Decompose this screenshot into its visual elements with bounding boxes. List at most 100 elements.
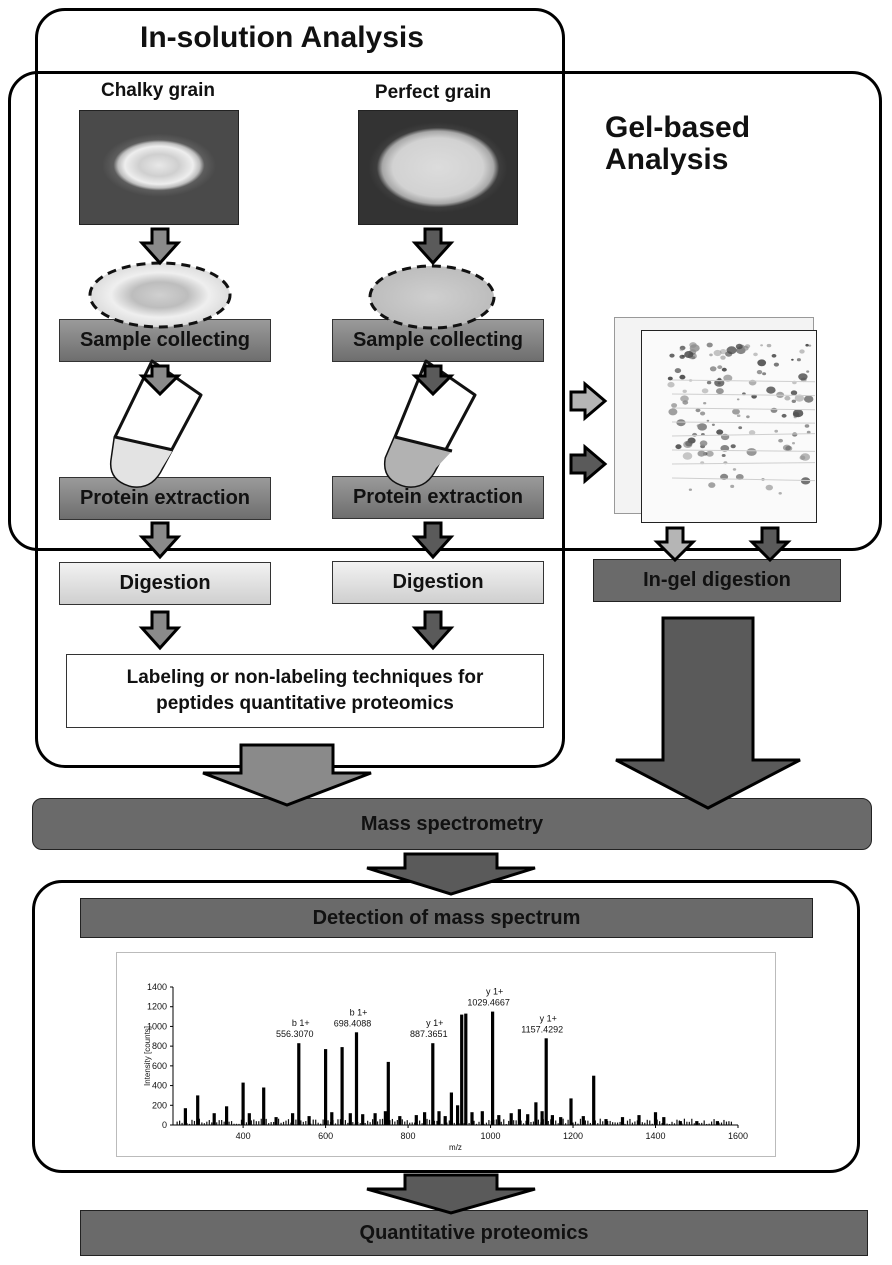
chalky-grain-photo: [79, 110, 239, 225]
spectrum-peak: [550, 1115, 554, 1125]
gel-spot: [687, 352, 697, 360]
spectrum-peak: [715, 1121, 719, 1125]
gel-spot: [699, 440, 708, 447]
gel-spot: [667, 381, 675, 388]
gel-spot: [689, 342, 697, 348]
gel-spot: [800, 453, 811, 461]
spectrum-peak: [678, 1121, 682, 1125]
y-tick-label: 1000: [147, 1021, 167, 1031]
spectrum-peak: [526, 1114, 530, 1125]
gel-spot: [708, 482, 716, 488]
gel-spot: [774, 429, 778, 433]
x-tick-label: 1600: [728, 1131, 748, 1141]
gel-spot: [792, 432, 798, 437]
gel-spot: [717, 365, 723, 370]
arrow-big-solution: [202, 743, 372, 807]
chalky-protein-extraction-box: Protein extraction: [59, 477, 271, 520]
gel-spot: [706, 380, 712, 385]
spectrum-peak: [386, 1061, 390, 1125]
gel-spot: [682, 452, 693, 460]
peak-annotation-value: 1029.4667: [467, 998, 510, 1008]
gel-spot: [805, 343, 809, 347]
peak-annotation-label: y 1+: [540, 1013, 557, 1023]
gel-spot: [706, 419, 710, 422]
gel-streak: [671, 449, 816, 452]
arrow-chalky-4: [138, 610, 182, 651]
gel-spot: [681, 355, 685, 357]
gel-spot: [792, 412, 800, 418]
spectrum-peak: [340, 1047, 344, 1125]
spectrum-peak: [620, 1117, 625, 1125]
spectrum-peak: [431, 1043, 435, 1125]
peak-annotation-label: b 1+: [350, 1007, 368, 1017]
gel-streak: [671, 407, 816, 411]
spectrum-peak: [183, 1108, 187, 1125]
peak-annotation-value: 698.4088: [334, 1018, 372, 1028]
gel-streak: [671, 433, 816, 437]
gel-spot: [792, 442, 795, 445]
gel-based-title: Gel-based Analysis: [605, 112, 750, 175]
gel-spot: [804, 424, 810, 428]
gel-spot: [770, 407, 778, 413]
spectrum-peak: [604, 1119, 608, 1125]
gel-spot: [720, 355, 726, 360]
spectrum-peak: [373, 1113, 377, 1125]
y-tick-label: 0: [162, 1120, 167, 1130]
gel-spot: [735, 343, 743, 350]
gel-spot: [705, 450, 714, 457]
gel-spot: [679, 348, 684, 352]
gel-spot: [691, 356, 696, 360]
gel-spot: [751, 394, 757, 399]
gel-spot: [791, 358, 794, 361]
gel-spot: [713, 349, 722, 357]
spectrum-peak: [414, 1115, 418, 1125]
gel-spot: [753, 352, 758, 357]
spectrum-peak: [592, 1075, 596, 1125]
gel-spot: [723, 374, 733, 382]
gel-spot: [732, 468, 737, 471]
in-solution-title: In-solution Analysis: [140, 21, 424, 54]
y-tick-label: 400: [152, 1081, 167, 1091]
chalky-cut-ellipse: [88, 261, 232, 329]
gel-streak: [671, 393, 816, 397]
spectrum-peak: [354, 1032, 359, 1125]
gel-spot: [669, 353, 675, 358]
perfect-digestion-box: Digestion: [332, 561, 544, 604]
x-tick-label: 1200: [563, 1131, 583, 1141]
arrow-to-gel-2: [569, 443, 608, 485]
gel-spot: [688, 488, 693, 491]
gel-spot: [711, 423, 715, 426]
gel-spot: [709, 353, 713, 357]
peak-annotation-label: b 1+: [292, 1018, 310, 1028]
gel-spot: [746, 448, 757, 456]
x-tick-label: 400: [236, 1131, 251, 1141]
gel-spot: [721, 454, 726, 457]
spectrum-peak: [383, 1111, 387, 1125]
gel-streak: [671, 462, 816, 465]
spectrum-peak: [247, 1113, 251, 1125]
spectrum-peak: [330, 1112, 334, 1125]
spectrum-peak: [423, 1112, 427, 1125]
gel-spot: [701, 388, 709, 394]
gel-based-frame: [8, 71, 882, 551]
gel-spot: [742, 345, 749, 351]
gel-spot: [679, 345, 686, 351]
gel-spot: [765, 484, 773, 491]
gel-spot: [781, 413, 787, 418]
arrow-to-gel-1: [569, 380, 608, 422]
gel-spot: [709, 366, 717, 372]
perfect-grain-photo: [358, 110, 518, 225]
gel-spot: [706, 342, 713, 348]
quantitative-proteomics-box: Quantitative proteomics: [80, 1210, 868, 1256]
spectrum-peak: [470, 1112, 474, 1125]
gel-spot: [784, 395, 791, 401]
gel-spot: [782, 444, 791, 451]
spectrum-peak: [534, 1102, 538, 1125]
gel-spot: [685, 440, 693, 447]
gel-spot: [679, 374, 686, 380]
gel-spot: [766, 343, 772, 348]
arrow-perfect-3: [411, 521, 455, 560]
gel-spot: [719, 349, 727, 355]
arrow-perfect-2: [411, 364, 455, 397]
